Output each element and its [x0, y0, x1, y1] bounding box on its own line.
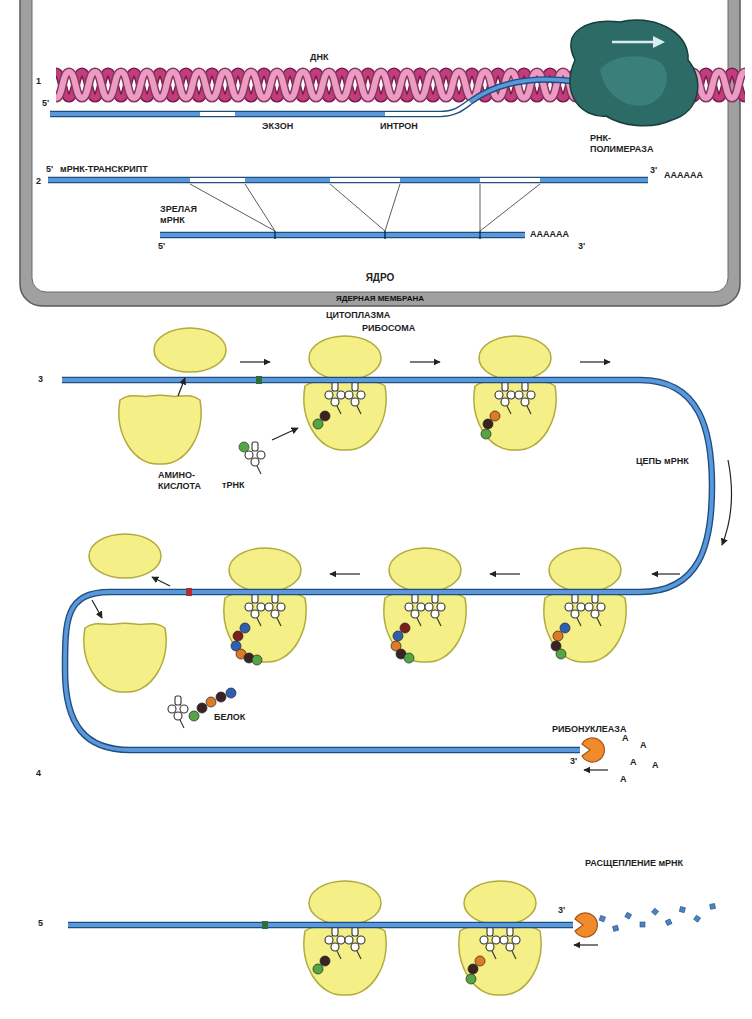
strand-end: 5' — [158, 241, 165, 252]
poly-a-tail: AAAAAA — [664, 170, 703, 181]
part-label: ЗРЕЛАЯ мРНК — [160, 204, 206, 226]
released-nucleotide: A — [640, 740, 647, 751]
stage-number: 5 — [38, 918, 43, 929]
released-nucleotide: A — [622, 733, 629, 744]
ribosomes — [84, 328, 626, 995]
direction-arrows — [92, 362, 731, 945]
nucleotide-fragments — [599, 904, 715, 932]
ribonuclease — [575, 738, 604, 937]
part-label: ДНК — [310, 52, 328, 63]
poly-a-tail: AAAAAA — [530, 229, 569, 240]
part-label: РИБОНУКЛЕАЗА — [552, 724, 627, 735]
nuclear-membrane — [20, 0, 740, 306]
strand-end: 3' — [570, 756, 577, 767]
stage-number: 3 — [38, 374, 43, 385]
strand-end: 5' — [42, 98, 49, 109]
region-label: ЯДРО — [366, 272, 395, 284]
strand-end: 3' — [578, 241, 585, 252]
stage-number: 2 — [36, 176, 41, 187]
splice-lines — [190, 184, 540, 239]
released-nucleotide: A — [620, 774, 627, 785]
start-marks — [186, 376, 268, 929]
strand-end: 3' — [558, 905, 565, 916]
part-label: мРНК-ТРАНСКРИПТ — [60, 164, 148, 175]
part-label: ЭКЗОН — [262, 121, 293, 132]
part-label: АМИНО- КИСЛОТА — [158, 470, 210, 492]
part-label: РИБОСОМА — [362, 323, 415, 334]
part-label: тРНК — [222, 480, 244, 491]
part-label: РНК- ПОЛИМЕРАЗА — [590, 133, 662, 155]
membrane-label: ЯДЕРНАЯ МЕМБРАНА — [336, 294, 424, 304]
part-label: ЦЕПЬ мРНК — [636, 456, 689, 467]
strand-end: 5' — [46, 164, 53, 175]
strand-end: 3' — [650, 165, 657, 176]
stage-number: 1 — [36, 76, 41, 87]
part-label: РАСЩЕПЛЕНИЕ мРНК — [585, 858, 683, 869]
released-nucleotide: A — [630, 757, 637, 768]
rna-polymerase — [570, 20, 698, 126]
released-nucleotide: A — [652, 760, 659, 771]
stage-number: 4 — [36, 768, 41, 779]
peptide-chains — [189, 411, 570, 984]
rna-strands — [48, 79, 712, 925]
region-label: ЦИТОПЛАЗМА — [326, 310, 390, 321]
part-label: БЕЛОК — [214, 712, 245, 723]
part-label: ИНТРОН — [380, 121, 418, 132]
